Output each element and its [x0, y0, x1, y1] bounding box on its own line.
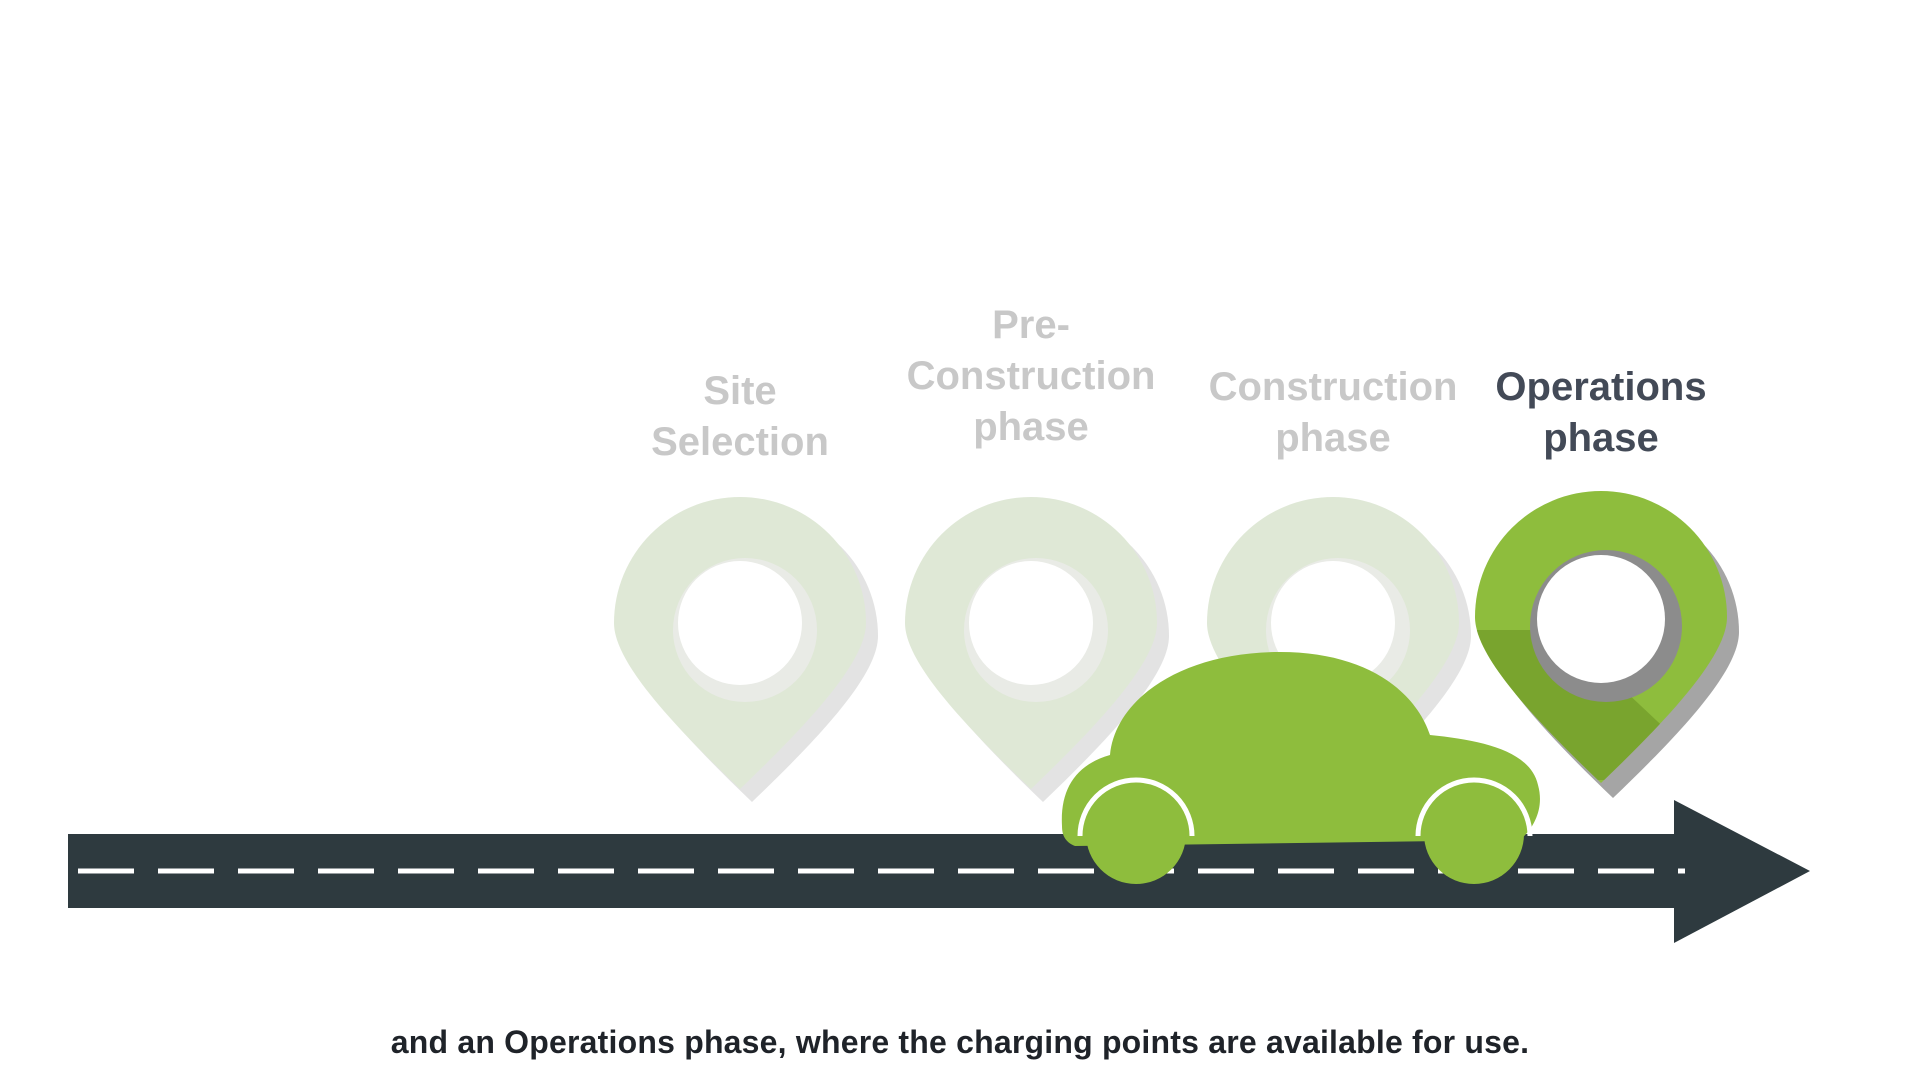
pin-operations-icon: [1475, 491, 1739, 798]
car-wheel-arch-front: [1077, 777, 1195, 837]
car-body: [1061, 652, 1540, 846]
car-wheel-front: [1086, 784, 1186, 884]
phase-label-operations: Operations phase: [1495, 365, 1707, 460]
electric-car-icon: [1061, 652, 1540, 884]
phase-label-site-selection: Site Selection: [651, 369, 829, 464]
pin-pre-construction-icon: [905, 497, 1169, 802]
road-arrowhead: [1674, 800, 1810, 943]
road-arrow: [68, 800, 1810, 943]
phase-label-pre-construction: Pre- Construction phase: [906, 303, 1156, 449]
phase-pins: [614, 497, 1471, 802]
phase-label-construction: Construction phase: [1208, 365, 1458, 460]
car-wheel-arch-rear: [1415, 777, 1533, 837]
subtitle-caption: and an Operations phase, where the charg…: [390, 1024, 1530, 1060]
pin-site-selection-icon: [614, 497, 878, 802]
car-wheel-rear: [1424, 784, 1524, 884]
